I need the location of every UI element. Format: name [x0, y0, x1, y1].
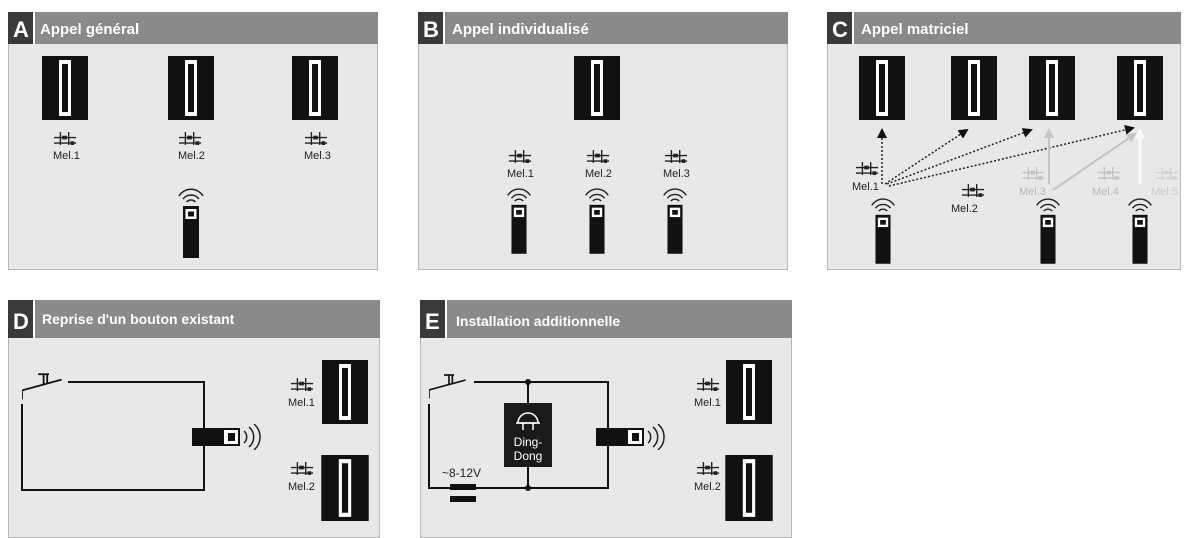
wire: [476, 446, 609, 489]
receiver-label: Mel.1: [694, 397, 721, 409]
panel-header: [418, 12, 788, 44]
signal-arrow: [884, 128, 969, 185]
wire: [428, 404, 450, 489]
chime-label: Dong: [514, 449, 543, 463]
receiver-label: Mel.1: [852, 181, 879, 193]
bell-icon: [516, 412, 540, 430]
panel-letter: D: [13, 309, 29, 334]
receiver-label: Mel.3: [1019, 186, 1046, 198]
panel-header: [420, 300, 792, 338]
panel-letter: B: [423, 17, 439, 42]
panel-installation-additionnelle: E Installation additionnelle ~8-12V Ding…: [420, 300, 792, 538]
panel-header: [8, 300, 380, 338]
receiver-label: Mel.1: [507, 168, 534, 180]
receiver-icon: [574, 56, 620, 120]
chime-label: Ding-: [514, 435, 543, 449]
panel-letter: E: [425, 309, 440, 334]
receiver-icon: [42, 56, 88, 120]
panel-reprise-bouton: D Reprise d'un bouton existant Mel.1 Mel…: [8, 300, 380, 538]
receiver-label: Mel.3: [304, 150, 331, 162]
transformer-icon: [450, 484, 476, 490]
panel-letter: C: [832, 17, 848, 42]
receiver-icon: [168, 56, 214, 120]
signal-arrow: [1052, 132, 1137, 191]
receiver-icon: [725, 455, 773, 521]
signal-arrow: [886, 128, 1033, 185]
receiver-label: Mel.1: [53, 150, 80, 162]
panel-appel-general: A Appel général Mel.1 Mel.2 Mel.3: [8, 12, 378, 270]
panel-title: Appel individualisé: [452, 21, 589, 38]
panel-header: [8, 12, 378, 44]
receiver-label: Mel.4: [1092, 186, 1119, 198]
receiver-label: Mel.2: [288, 481, 315, 493]
receiver-label: Mel.1: [288, 397, 315, 409]
receiver-label: Mel.3: [663, 168, 690, 180]
wire: [21, 404, 205, 491]
panel-appel-individualise: B Appel individualisé Mel.1 Mel.2 Mel.3: [418, 12, 788, 270]
wire: [474, 381, 609, 428]
panel-header: [827, 12, 1181, 44]
receiver-icon: [292, 56, 338, 120]
receiver-label: Mel.5: [1151, 186, 1178, 198]
panel-appel-matriciel: C Appel matriciel Mel.1 Mel.2 Mel.3 Mel.…: [827, 12, 1181, 270]
receiver-label: Mel.2: [585, 168, 612, 180]
panel-title: Appel matriciel: [861, 21, 969, 38]
panel-title: Installation additionnelle: [456, 313, 620, 329]
receiver-icon: [859, 56, 905, 120]
panel-letter: A: [13, 17, 29, 42]
receiver-icon: [1117, 56, 1163, 120]
receiver-icon: [321, 455, 369, 521]
receiver-label: Mel.2: [694, 481, 721, 493]
panel-title: Appel général: [40, 21, 139, 38]
wire: [68, 381, 205, 428]
signal-arrow: [888, 124, 1135, 187]
receiver-icon: [1029, 56, 1075, 120]
voltage-label: ~8-12V: [442, 466, 481, 480]
receiver-icon: [726, 360, 772, 424]
panel-title: Reprise d'un bouton existant: [42, 311, 235, 327]
receiver-icon: [951, 56, 997, 120]
receiver-label: Mel.2: [178, 150, 205, 162]
receiver-icon: [322, 360, 368, 424]
receiver-label: Mel.2: [951, 203, 978, 215]
